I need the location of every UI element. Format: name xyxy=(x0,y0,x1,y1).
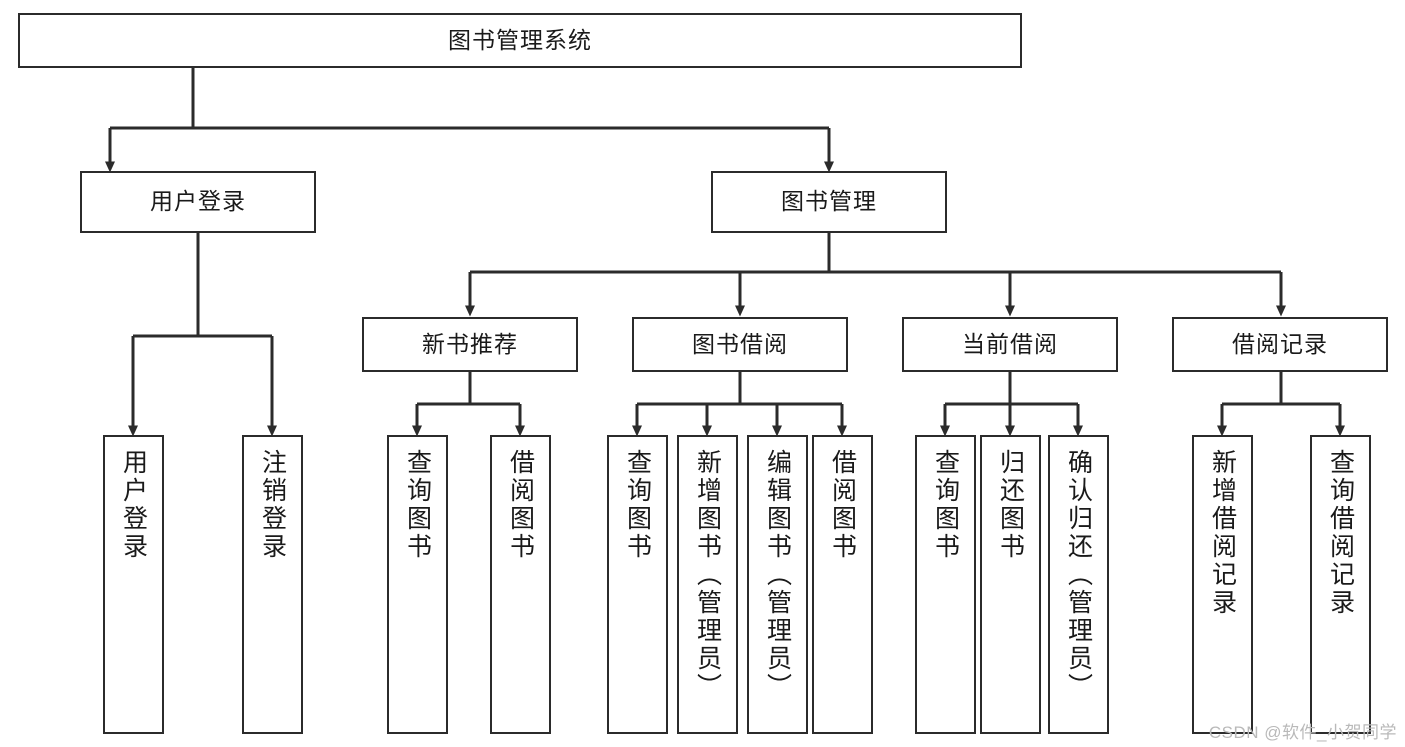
node-leaf-query-book-current-label: 查询图书 xyxy=(931,449,960,561)
node-leaf-add-borrow-record[interactable]: 新增借阅记录 xyxy=(1192,435,1253,734)
node-user-login[interactable]: 用户登录 xyxy=(80,171,316,233)
node-borrow-record[interactable]: 借阅记录 xyxy=(1172,317,1388,372)
node-new-book-recommend[interactable]: 新书推荐 xyxy=(362,317,578,372)
node-new-book-recommend-label: 新书推荐 xyxy=(422,330,518,357)
node-leaf-borrow-book-recommend-label: 借阅图书 xyxy=(506,449,535,561)
node-current-borrow-label: 当前借阅 xyxy=(962,330,1058,357)
node-leaf-logout-label: 注销登录 xyxy=(258,449,287,561)
node-leaf-query-borrow-record[interactable]: 查询借阅记录 xyxy=(1310,435,1371,734)
node-root-label: 图书管理系统 xyxy=(448,26,592,53)
node-leaf-edit-book-admin[interactable]: 编辑图书（管理员） xyxy=(747,435,808,734)
node-leaf-query-book[interactable]: 查询图书 xyxy=(607,435,668,734)
node-leaf-query-book-label: 查询图书 xyxy=(623,449,652,561)
node-leaf-user-login[interactable]: 用户登录 xyxy=(103,435,164,734)
node-book-borrow-label: 图书借阅 xyxy=(692,330,788,357)
node-leaf-add-book-admin[interactable]: 新增图书（管理员） xyxy=(677,435,738,734)
node-user-login-label: 用户登录 xyxy=(150,188,246,215)
node-borrow-record-label: 借阅记录 xyxy=(1232,330,1328,357)
node-leaf-confirm-return-admin-label: 确认归还（管理员） xyxy=(1064,449,1093,701)
node-leaf-query-book-recommend-label: 查询图书 xyxy=(403,449,432,561)
node-leaf-add-borrow-record-label: 新增借阅记录 xyxy=(1208,449,1237,617)
watermark-text: CSDN @软件_小贺同学 xyxy=(1208,723,1397,742)
node-book-manage-label: 图书管理 xyxy=(781,188,877,215)
node-leaf-return-book-label: 归还图书 xyxy=(996,449,1025,561)
node-leaf-query-book-recommend[interactable]: 查询图书 xyxy=(387,435,448,734)
node-leaf-user-login-label: 用户登录 xyxy=(119,449,148,561)
node-leaf-confirm-return-admin[interactable]: 确认归还（管理员） xyxy=(1048,435,1109,734)
node-root[interactable]: 图书管理系统 xyxy=(18,13,1022,68)
node-book-manage[interactable]: 图书管理 xyxy=(711,171,947,233)
node-leaf-return-book[interactable]: 归还图书 xyxy=(980,435,1041,734)
node-leaf-query-borrow-record-label: 查询借阅记录 xyxy=(1326,449,1355,617)
node-leaf-logout[interactable]: 注销登录 xyxy=(242,435,303,734)
node-leaf-borrow-book-label: 借阅图书 xyxy=(828,449,857,561)
node-leaf-add-book-admin-label: 新增图书（管理员） xyxy=(693,449,722,701)
node-current-borrow[interactable]: 当前借阅 xyxy=(902,317,1118,372)
node-leaf-borrow-book[interactable]: 借阅图书 xyxy=(812,435,873,734)
node-leaf-borrow-book-recommend[interactable]: 借阅图书 xyxy=(490,435,551,734)
node-book-borrow[interactable]: 图书借阅 xyxy=(632,317,848,372)
node-leaf-edit-book-admin-label: 编辑图书（管理员） xyxy=(763,449,792,701)
node-leaf-query-book-current[interactable]: 查询图书 xyxy=(915,435,976,734)
